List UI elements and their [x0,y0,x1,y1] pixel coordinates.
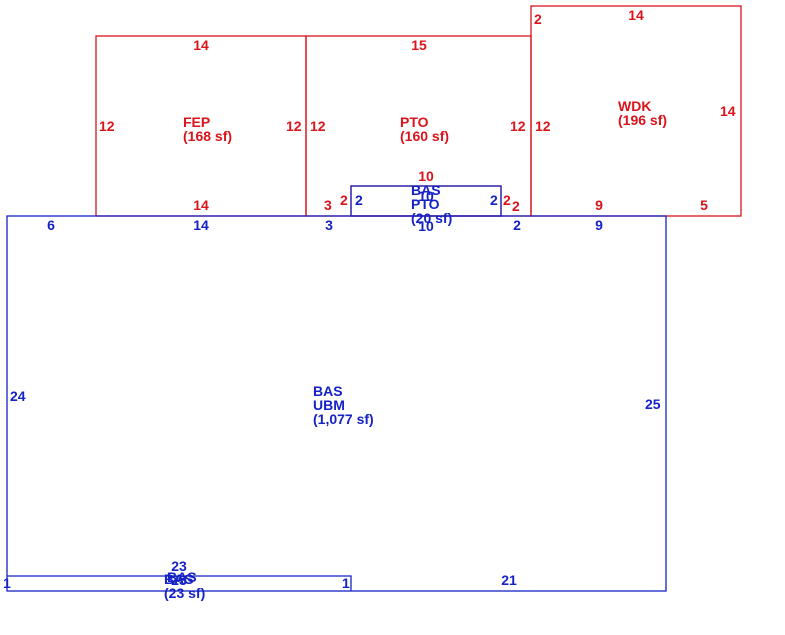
pto-bump-dim-inner-bottom: 10 [418,218,434,234]
pto-dim-left: 12 [310,118,326,134]
pto-bump-code-1: BAS [411,182,441,198]
wdk-code: WDK [618,98,651,114]
bas-dim-top-2: 2 [513,217,521,233]
pto-bump-dim-inner-top: 10 [418,188,434,204]
pto-area: (160 sf) [400,128,449,144]
strip-dim-left: 1 [3,575,11,591]
wdk-dim-top-left: 2 [534,11,542,27]
bas-dim-left: 24 [10,388,26,404]
bas-dim-top-left: 6 [47,217,55,233]
strip-code-2: BAS [167,569,197,585]
pto-bump-dim-left-blue: 2 [355,192,363,208]
bas-dim-top-9: 9 [595,217,603,233]
fep-dim-top: 14 [193,37,209,53]
strip-area: (23 sf) [164,585,205,601]
wdk-dim-top: 14 [628,7,644,23]
wdk-dim-right: 14 [720,103,736,119]
bas-dim-right: 25 [645,396,661,412]
pto-bump-dim-left-red: 2 [340,192,348,208]
pto-bump-dim-top-red: 10 [418,168,434,184]
bas-main-code-2: UBM [313,397,345,413]
fep-dim-left: 12 [99,118,115,134]
pto-dim-bottom-right: 2 [512,198,520,214]
pto-bump-code-2: PTO [411,196,440,212]
pto-code: PTO [400,114,429,130]
fep-area: (168 sf) [183,128,232,144]
wdk-dim-bottom: 9 [595,197,603,213]
pto-bump-area: (20 sf) [411,210,452,226]
bas-main-outline [6,215,667,592]
wdk-dim-left: 12 [535,118,551,134]
fep-dim-right: 12 [286,118,302,134]
pto-dim-right: 12 [510,118,526,134]
wdk-dim-bottom-right: 5 [700,197,708,213]
pto-dim-bottom-left: 3 [324,197,332,213]
strip-dim-top: 23 [171,558,187,574]
pto-bump-dim-right-red: 2 [503,192,511,208]
strip-dim-bottom: 23 [171,572,187,588]
bas-dim-top-3: 3 [325,217,333,233]
pto-bump-dim-right-blue: 2 [490,192,498,208]
pto-bump-outline-blue [350,185,502,217]
pto-dim-top: 15 [411,37,427,53]
bas-dim-bottom: 21 [501,572,517,588]
bas-dim-top-mid: 14 [193,217,209,233]
fep-code: FEP [183,114,210,130]
strip-code-1: BAS [164,571,194,587]
strip-dim-right: 1 [342,575,350,591]
bas-strip-outline [7,575,352,591]
wdk-area: (196 sf) [618,112,667,128]
bas-main-area: (1,077 sf) [313,411,374,427]
fep-dim-bottom: 14 [193,197,209,213]
bas-main-code-1: BAS [313,383,343,399]
